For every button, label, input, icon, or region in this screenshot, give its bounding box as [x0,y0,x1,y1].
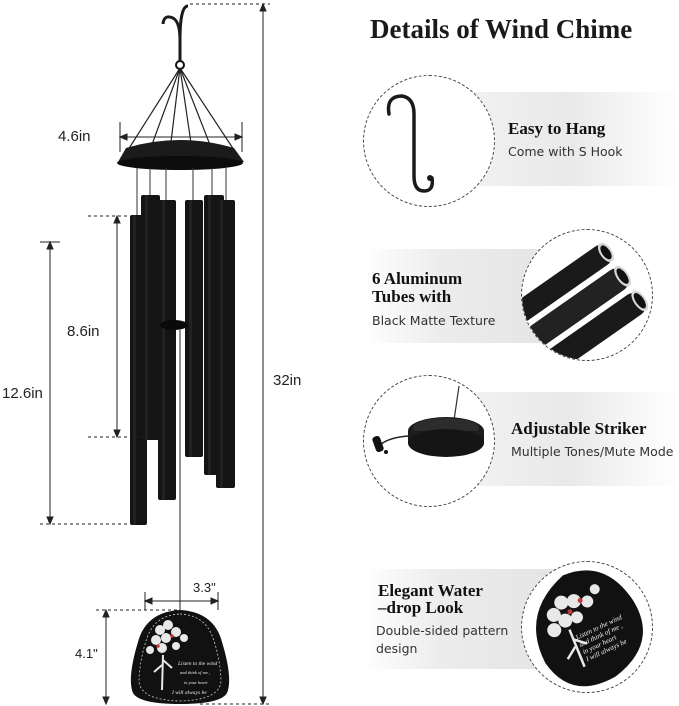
sail-icon [536,570,643,687]
total-length-label: 32in [273,372,302,389]
striker-disk [160,320,188,330]
feature-4-subtitle-line2: design [376,641,418,656]
sail-text-line2: and think of me , [180,670,210,676]
feature-3-subtitle: Multiple Tones/Mute Mode [511,444,674,459]
page-title: Details of Wind Chime [370,14,633,44]
sail-height-label: 4.1" [75,646,98,661]
feature-circle-1 [363,75,495,207]
top-disk [117,140,244,170]
hanging-cords [127,67,235,151]
sail-text-line4: I will always be [171,690,207,696]
sail-width-label: 3.3" [193,580,216,595]
feature-4-title-line2: –drop Look [378,598,464,617]
feature-1-title: Easy to Hang [508,119,606,138]
feature-2-subtitle: Black Matte Texture [372,313,496,328]
top-s-hook [161,4,189,62]
feature-4-title-line1: Elegant Water [378,581,483,600]
feature-circle-4: Listen to the wind and think of me , in … [521,561,653,693]
sail-text-line1: Listen to the wind [177,661,218,667]
sail-pendant [130,610,230,704]
striker-icon [372,385,484,457]
feature-3-title: Adjustable Striker [511,419,647,438]
feature-1-subtitle: Come with S Hook [508,144,623,159]
feature-2-title-line2: Tubes with [372,287,452,306]
tube-length-label: 12.6in [2,385,43,402]
feature-circle-2 [521,229,653,361]
feature-circle-3 [363,375,495,507]
feature-4-subtitle-line1: Double-sided pattern [376,623,509,638]
chime-diagram: Listen to the wind and think of me , in … [40,2,270,706]
s-hook-icon [386,94,435,193]
top-width-label: 4.6in [58,128,91,145]
mid-length-label: 8.6in [67,323,100,340]
sail-text-line3: in your heart [184,680,208,685]
feature-2-title-line1: 6 Aluminum [372,269,463,288]
tubes-icon [522,242,649,360]
